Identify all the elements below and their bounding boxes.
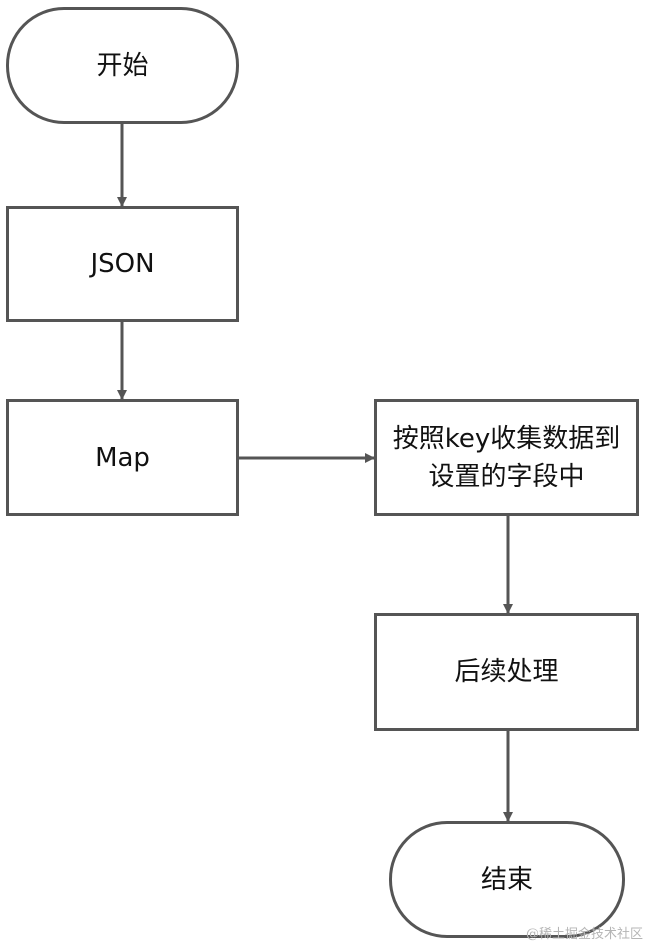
watermark: @稀土掘金技术社区 <box>525 927 643 942</box>
collect-node: 按照key收集数据到 设置的字段中 <box>374 399 639 516</box>
json-label: JSON <box>90 249 155 279</box>
end-label: 结束 <box>480 864 533 895</box>
collect-label-line1: 按照key收集数据到 <box>392 423 621 454</box>
collect-label-line2: 设置的字段中 <box>428 461 585 492</box>
json-node: JSON <box>6 206 239 322</box>
start-label: 开始 <box>96 50 149 81</box>
map-node: Map <box>6 399 239 516</box>
post-process-label: 后续处理 <box>454 657 559 687</box>
end-node: 结束 <box>389 821 625 938</box>
start-node: 开始 <box>6 7 239 124</box>
map-label: Map <box>95 442 150 473</box>
post-process-node: 后续处理 <box>374 613 639 731</box>
